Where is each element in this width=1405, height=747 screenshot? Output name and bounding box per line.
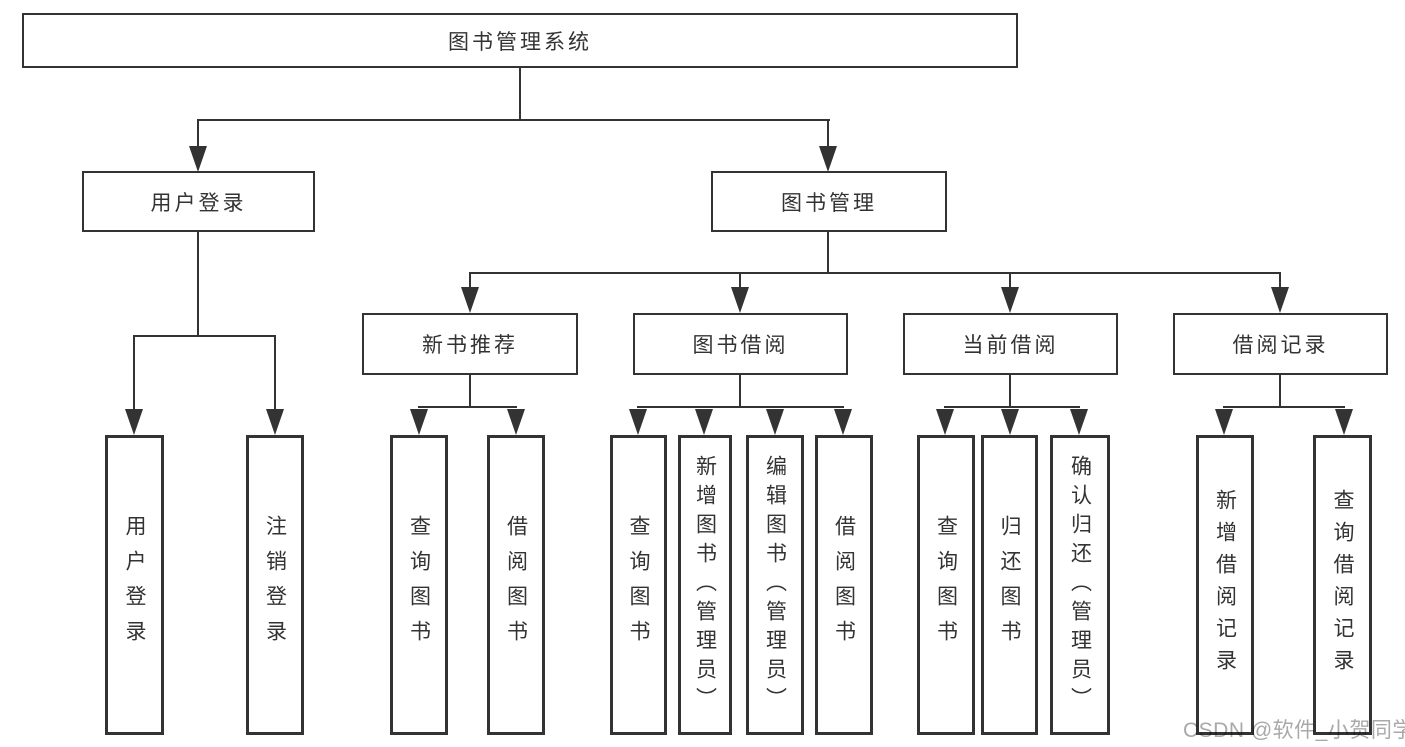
connector-line: [827, 119, 829, 151]
node-book-borrow: 图书借阅: [633, 313, 848, 375]
leaf-logout: 注销登录: [246, 435, 304, 735]
arrowhead-icon: [731, 287, 749, 313]
arrowhead-icon: [695, 409, 713, 435]
leaf-nb-query-book: 查询图书: [390, 435, 448, 735]
leaf-bb-borrow-book: 借阅图书: [815, 435, 873, 735]
arrowhead-icon: [410, 409, 428, 435]
arrowhead-icon: [1070, 409, 1088, 435]
connector-line: [1223, 406, 1345, 408]
leaf-bb-query-book: 查询图书: [610, 435, 667, 735]
arrowhead-icon: [461, 287, 479, 313]
connector-line: [274, 335, 276, 413]
connector-line: [1279, 375, 1281, 408]
arrowhead-icon: [1271, 287, 1289, 313]
leaf-nb-borrow-book: 借阅图书: [487, 435, 545, 735]
connector-line: [197, 119, 199, 151]
arrowhead-icon: [266, 409, 284, 435]
arrowhead-icon: [1335, 409, 1353, 435]
csdn-watermark: CSDN @软件_小贺同学: [1183, 719, 1405, 742]
leaf-user-login: 用户登录: [105, 435, 164, 735]
connector-line: [133, 335, 276, 337]
connector-line: [739, 272, 741, 290]
connector-line: [469, 272, 471, 290]
node-current-borrow: 当前借阅: [903, 313, 1118, 375]
arrowhead-icon: [189, 146, 207, 172]
connector-line: [469, 375, 471, 408]
leaf-cb-query-book: 查询图书: [917, 435, 975, 735]
node-book-management: 图书管理: [711, 171, 947, 232]
arrowhead-icon: [629, 409, 647, 435]
leaf-br-add-record: 新增借阅记录: [1196, 435, 1254, 735]
connector-line: [197, 232, 199, 337]
arrowhead-icon: [834, 409, 852, 435]
leaf-bb-edit-book-admin: 编辑图书（管理员）: [746, 435, 804, 735]
arrowhead-icon: [1001, 409, 1019, 435]
connector-line: [827, 232, 829, 274]
connector-line: [418, 406, 517, 408]
node-user-login: 用户登录: [82, 171, 315, 232]
connector-line: [197, 119, 830, 121]
node-new-book-recommend: 新书推荐: [362, 313, 578, 375]
connector-line: [1279, 272, 1281, 290]
arrowhead-icon: [1001, 287, 1019, 313]
node-borrow-record: 借阅记录: [1173, 313, 1388, 375]
leaf-bb-add-book-admin: 新增图书（管理员）: [678, 435, 732, 735]
connector-line: [944, 406, 1080, 408]
arrowhead-icon: [819, 146, 837, 172]
arrowhead-icon: [1215, 409, 1233, 435]
connector-line: [1009, 272, 1011, 290]
connector-line: [133, 335, 135, 413]
connector-line: [637, 406, 844, 408]
connector-line: [739, 375, 741, 408]
node-root: 图书管理系统: [22, 13, 1018, 68]
arrowhead-icon: [936, 409, 954, 435]
connector-line: [469, 272, 1281, 274]
arrowhead-icon: [766, 409, 784, 435]
connector-line: [519, 67, 521, 121]
arrowhead-icon: [507, 409, 525, 435]
leaf-cb-return-book: 归还图书: [981, 435, 1038, 735]
connector-line: [1009, 375, 1011, 408]
leaf-cb-confirm-return-admin: 确认归还（管理员）: [1050, 435, 1110, 735]
leaf-br-query-record: 查询借阅记录: [1313, 435, 1372, 735]
arrowhead-icon: [125, 409, 143, 435]
